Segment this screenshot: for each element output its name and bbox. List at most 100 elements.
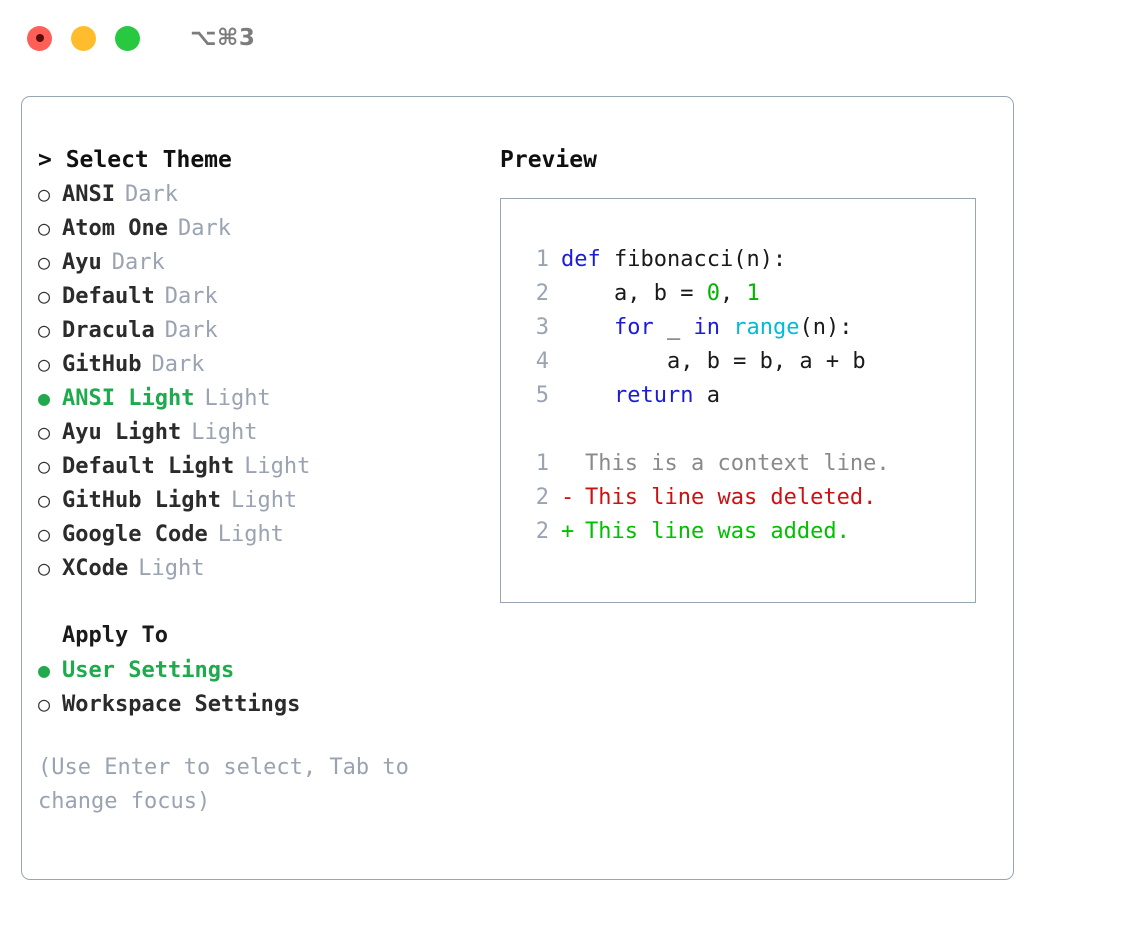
theme-option-variant-tag: Light (191, 420, 258, 445)
theme-option-label: Atom One (62, 216, 168, 241)
theme-option-github-light[interactable]: ○ GitHub Light Light (38, 483, 478, 517)
theme-option-variant-tag: Light (217, 522, 284, 547)
code-line-content: for _ in range(n): (561, 311, 852, 345)
zoom-button[interactable] (115, 25, 140, 51)
theme-option-label: XCode (62, 556, 129, 581)
apply-to-list[interactable]: ●User Settings ○ Workspace Settings (38, 653, 478, 721)
minimize-button[interactable] (71, 25, 96, 51)
code-token-fn: range (733, 315, 800, 340)
diff-marker-icon: + (561, 519, 575, 544)
theme-option-variant-tag: Dark (164, 318, 218, 343)
apply-to-option-label: User Settings (62, 658, 235, 683)
code-line-number: 1 (535, 247, 549, 272)
diff-line-add: 2+This line was added. (519, 515, 975, 549)
theme-option-default[interactable]: ○ Default Dark (38, 279, 478, 313)
title-bar: ⌥⌘3 (0, 0, 1140, 76)
theme-option-variant-tag: Dark (124, 182, 178, 207)
theme-option-variant-tag: Light (204, 386, 271, 411)
code-token-num: 1 (746, 281, 760, 306)
diff-marker-icon (561, 447, 585, 481)
diff-marker-icon: - (561, 485, 575, 510)
code-token-kw: def (561, 247, 601, 272)
apply-to-option-user-settings[interactable]: ●User Settings (38, 653, 478, 687)
code-line: 5 return a (519, 379, 975, 413)
code-token-kw: return (613, 383, 694, 408)
theme-option-label: Dracula (62, 318, 155, 343)
diff-line-text: This line was deleted. (585, 485, 877, 510)
theme-option-label: Default (62, 284, 155, 309)
apply-to-title: Apply To (62, 623, 168, 648)
code-diff-gap (519, 413, 975, 447)
theme-option-variant-tag: Dark (164, 284, 218, 309)
radio-unselected-icon: ○ (38, 216, 51, 240)
theme-option-label: Ayu Light (62, 420, 182, 445)
radio-selected-icon: ● (38, 386, 51, 410)
theme-option-label: ANSI (62, 182, 115, 207)
code-token-txt (720, 315, 733, 340)
theme-option-dracula[interactable]: ○ Dracula Dark (38, 313, 478, 347)
theme-option-google-code[interactable]: ○ Google Code Light (38, 517, 478, 551)
theme-option-xcode[interactable]: ○ XCode Light (38, 551, 478, 585)
code-line-content: a, b = 0, 1 (561, 277, 760, 311)
radio-unselected-icon: ○ (38, 488, 51, 512)
radio-unselected-icon: ○ (38, 318, 51, 342)
apply-to-option-label: Workspace Settings (62, 692, 301, 717)
radio-unselected-icon: ○ (38, 692, 51, 716)
radio-unselected-icon: ○ (38, 352, 51, 376)
code-token-kw: for (613, 315, 654, 340)
theme-option-label: ANSI Light (62, 386, 195, 411)
code-token-txt: a, b = (561, 281, 707, 306)
preview-title: Preview (500, 147, 597, 173)
code-line-content: return a (561, 379, 720, 413)
theme-option-label: GitHub Light (62, 488, 221, 513)
theme-option-label: Google Code (62, 522, 208, 547)
theme-option-atom-one[interactable]: ○ Atom One Dark (38, 211, 478, 245)
code-token-txt: (n): (799, 315, 853, 340)
theme-option-label: Ayu (62, 250, 102, 275)
theme-option-variant-tag: Light (138, 556, 205, 581)
theme-option-ansi-light[interactable]: ● ANSI Light Light (38, 381, 478, 415)
code-line-number: 2 (535, 281, 549, 306)
code-line-content: a, b = b, a + b (561, 345, 866, 379)
code-line-number: 4 (535, 349, 549, 374)
code-token-txt: fibonacci(n): (600, 247, 787, 272)
radio-unselected-icon: ○ (38, 556, 51, 580)
close-button[interactable] (27, 25, 52, 51)
code-line: 3 for _ in range(n): (519, 311, 975, 345)
theme-option-variant-tag: Light (230, 488, 298, 513)
diff-line-number: 1 (535, 451, 549, 476)
code-token-txt (561, 383, 614, 408)
theme-option-variant-tag: Dark (151, 352, 205, 377)
code-token-txt: , (719, 281, 747, 306)
radio-unselected-icon: ○ (38, 284, 51, 308)
theme-option-ayu-light[interactable]: ○ Ayu Light Light (38, 415, 478, 449)
radio-unselected-icon: ○ (38, 420, 51, 444)
window-controls (27, 25, 140, 51)
code-line: 2 a, b = 0, 1 (519, 277, 975, 311)
code-token-txt (561, 315, 614, 340)
theme-option-variant-tag: Dark (177, 216, 231, 241)
diff-line-number: 2 (535, 485, 549, 510)
code-line-content: def fibonacci(n): (561, 243, 786, 277)
code-token-kw: in (693, 315, 720, 340)
code-token-txt: a, b = b, a + b (561, 349, 866, 374)
code-line-number: 3 (535, 315, 549, 340)
radio-unselected-icon: ○ (38, 454, 51, 478)
apply-to-option-workspace-settings[interactable]: ○ Workspace Settings (38, 687, 478, 721)
diff-line-text: This is a context line. (585, 451, 890, 476)
diff-line-del: 2-This line was deleted. (519, 481, 975, 515)
radio-unselected-icon: ○ (38, 522, 51, 546)
radio-unselected-icon: ○ (38, 250, 51, 274)
code-line: 4 a, b = b, a + b (519, 345, 975, 379)
list-spacer (38, 585, 478, 619)
